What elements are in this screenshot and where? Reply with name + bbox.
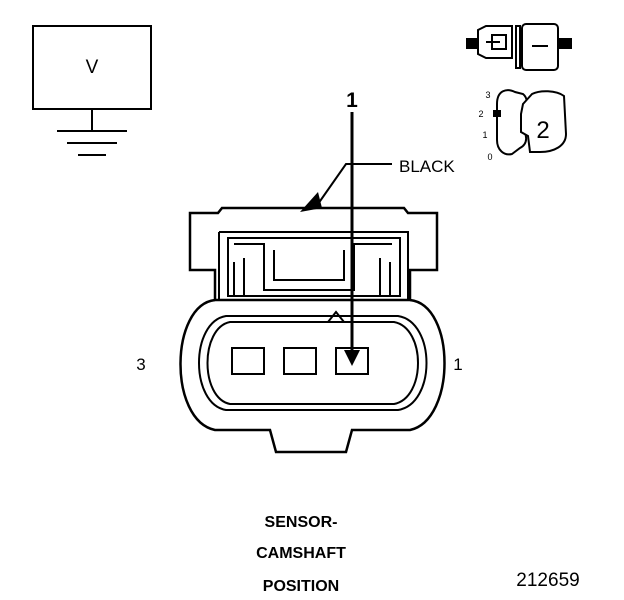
selector-setting: 2 xyxy=(536,117,549,144)
figure-number: 212659 xyxy=(516,570,579,591)
connector-side-view xyxy=(466,23,572,71)
wire-callout-line xyxy=(317,163,392,205)
wire-color-label: BLACK xyxy=(399,157,455,176)
terminal-cavity-2 xyxy=(283,347,317,375)
caption-line-2: CAMSHAFT xyxy=(256,545,346,562)
scale-tick-1: 1 xyxy=(482,130,487,140)
probe-label: 1 xyxy=(346,89,358,112)
voltmeter: V xyxy=(32,25,152,156)
scale-tick-2: 2 xyxy=(478,109,483,119)
caption-line-3: POSITION xyxy=(263,578,339,595)
terminal-label-left: 3 xyxy=(136,355,145,374)
rotary-selector-inset: 3 2 1 0 2 xyxy=(478,89,568,162)
ground-symbol xyxy=(57,109,127,156)
probe-arrowhead xyxy=(344,350,360,366)
scale-tick-3: 3 xyxy=(485,90,490,100)
voltmeter-box xyxy=(32,25,152,110)
terminal-cavity-3 xyxy=(231,347,265,375)
terminal-label-right: 1 xyxy=(453,355,462,374)
terminal-cavity-1 xyxy=(335,347,369,375)
scale-tick-0: 0 xyxy=(487,152,492,162)
connector-front-view xyxy=(179,206,446,454)
caption-line-1: SENSOR- xyxy=(265,514,338,531)
voltmeter-label: V xyxy=(86,57,99,78)
